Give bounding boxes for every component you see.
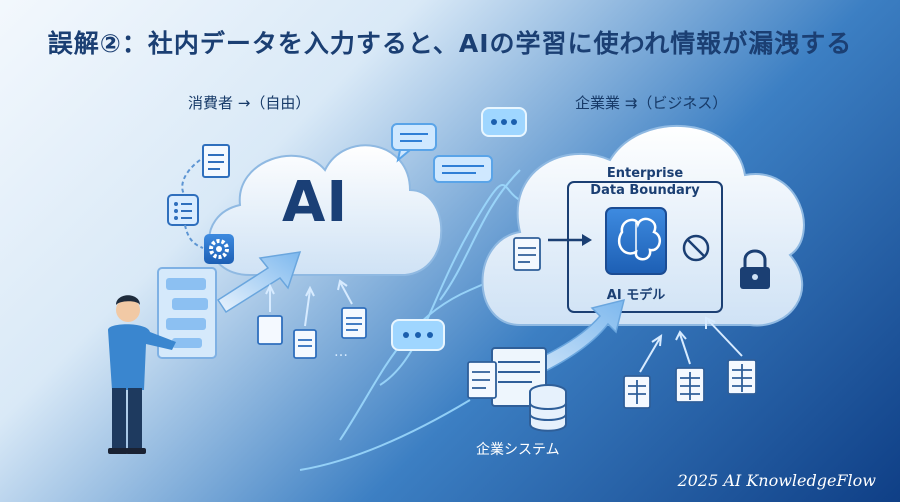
consumer-caption: 消費者 →（自由） [188,94,311,112]
database-icon [529,384,567,432]
document-icon [257,307,367,359]
boundary-label-line1: Enterprise [606,166,684,181]
chat-bubble-icon [481,107,527,137]
gear-icon [204,234,234,264]
no-entry-icon [682,234,710,262]
chat-bubble-icon [391,319,445,351]
chat-bubble-icon [391,123,437,163]
enterprise-system-caption: 企業システム [476,442,560,458]
document-icon [467,361,497,399]
data-boundary-box [567,181,723,313]
spreadsheet-icon [623,375,651,409]
consumer-ai-cloud [208,144,443,276]
document-icon [513,237,541,271]
lock-icon [740,249,770,289]
enterprise-caption: 企業業 ⇉（ビジネス） [575,94,728,112]
svg-text:…: … [334,344,348,360]
cloud-ai-label: AI [282,170,349,235]
document-icon [202,144,230,178]
footer-credit: 2025 AI KnowledgeFlow [677,471,876,490]
chat-bubble-icon [433,155,493,183]
spreadsheet-icon [675,367,705,403]
upload-arrow [216,251,302,314]
person-icon [108,295,176,454]
boundary-label: Enterprise Data Boundary [590,165,700,199]
boundary-label-line2: Data Boundary [590,183,700,198]
brain-icon [605,207,667,275]
chat-screen [157,267,217,359]
page-title: 誤解②：社内データを入力すると、AIの学習に使われ情報が漏洩する [47,29,853,58]
ai-model-label: AI モデル [606,288,666,303]
list-icon [167,194,199,226]
spreadsheet-icon [727,359,757,395]
